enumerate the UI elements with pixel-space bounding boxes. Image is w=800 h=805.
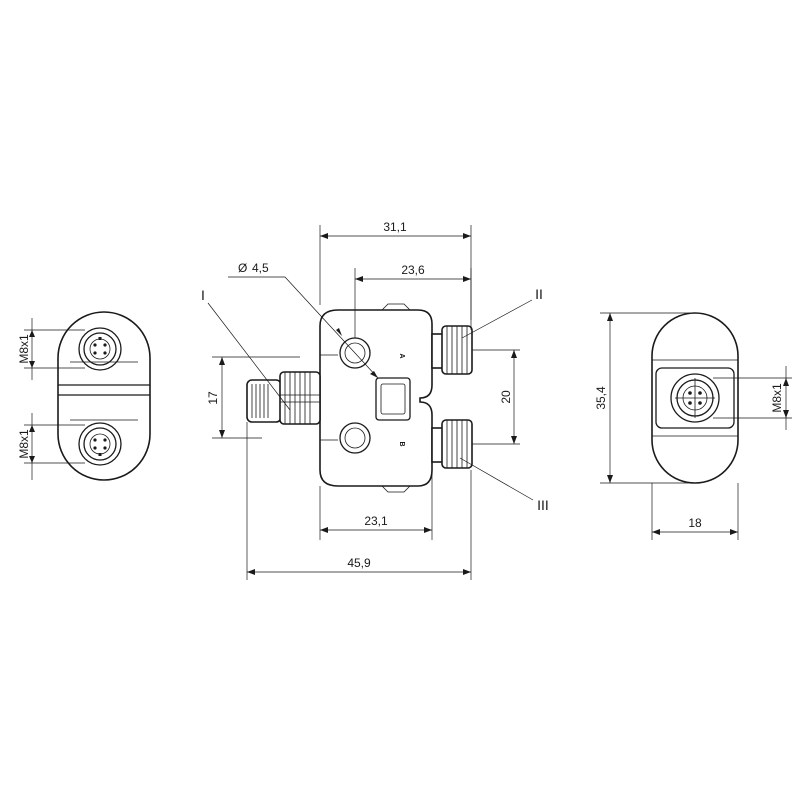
dim-thread-top: M8x1	[17, 318, 85, 380]
dim-body-depth: 23,1	[319, 470, 433, 540]
body-depth-label: 23,1	[364, 514, 388, 528]
right-side-view: 35,4 18 M8x1	[594, 312, 792, 540]
label-window	[375, 377, 411, 421]
overall-length-label: 45,9	[347, 556, 371, 570]
dim-thread-bottom: M8x1	[17, 413, 85, 480]
top-view-housing-notch	[381, 303, 411, 493]
thread-side-label: M8x1	[770, 383, 784, 413]
side-height-label: 35,4	[594, 386, 608, 410]
callout-3: III	[459, 457, 549, 513]
thread-bottom-label: M8x1	[17, 429, 31, 459]
callout-2-label: II	[535, 286, 543, 302]
dim-pitch: 20	[472, 349, 520, 445]
hole-offset-label: 23,6	[401, 263, 425, 277]
left-view-socket-top	[78, 327, 122, 371]
top-view-housing-edge	[320, 354, 338, 441]
dim-overall-length: 45,9	[246, 422, 472, 580]
callout-2: II	[461, 286, 543, 339]
socket-connector-2	[431, 325, 473, 375]
left-end-view: M8x1 M8x1	[17, 311, 151, 481]
mounting-hole-bottom	[339, 422, 371, 454]
left-view-socket-bottom	[78, 422, 122, 466]
width-top-label: 31,1	[383, 220, 407, 234]
diameter-symbol: Ø	[238, 261, 247, 275]
left-view-housing	[57, 311, 151, 481]
left-view-split-line	[58, 384, 150, 396]
thread-top-label: M8x1	[17, 334, 31, 364]
side-view-collar	[655, 367, 735, 429]
callout-1: I	[201, 287, 291, 411]
pitch-label: 20	[499, 390, 513, 404]
side-width-label: 18	[688, 516, 702, 530]
dim-height-left: 17	[206, 356, 300, 439]
top-view: A B 31,1	[201, 220, 549, 580]
port-b-marking: B	[398, 441, 405, 446]
dim-diameter: Ø 4,5	[228, 261, 379, 379]
callout-3-label: III	[537, 497, 549, 513]
dim-side-height: 35,4	[594, 312, 690, 484]
dim-side-width: 18	[651, 483, 739, 540]
dim-thread-side: M8x1	[713, 366, 792, 430]
dim-width-top: 31,1	[319, 220, 472, 320]
diameter-label: 4,5	[252, 261, 269, 275]
height-left-label: 17	[206, 391, 220, 405]
side-view-edge	[652, 359, 738, 437]
socket-connector-3	[431, 419, 473, 469]
plug-connector-1	[246, 371, 321, 425]
callout-1-label: I	[201, 287, 205, 303]
dim-hole-offset: 23,6	[354, 263, 472, 338]
port-a-marking: A	[398, 353, 405, 358]
left-view-edge	[70, 361, 138, 421]
side-view-socket	[670, 373, 720, 423]
